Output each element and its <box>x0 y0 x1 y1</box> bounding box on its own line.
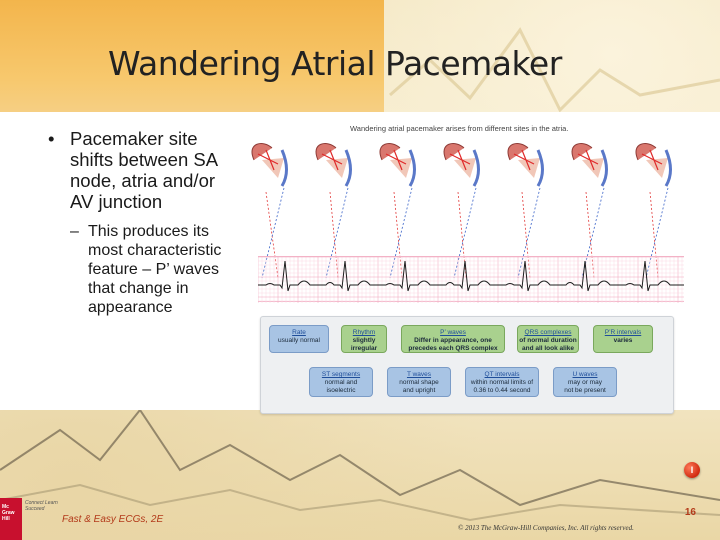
characteristic-text: and all look alike <box>521 345 575 352</box>
characteristic-text: may or may <box>568 379 602 386</box>
p-wave-arrow <box>265 191 279 279</box>
characteristic-text: normal and <box>324 379 358 386</box>
ecg-grid <box>257 256 684 303</box>
figure-caption: Wandering atrial pacemaker arises from d… <box>350 124 569 133</box>
characteristic-text: usually normal <box>278 337 320 344</box>
characteristic-text: isoelectric <box>326 387 356 394</box>
heart-icon <box>379 143 416 187</box>
characteristic-text: and upright <box>402 387 436 394</box>
characteristic-heading: T waves <box>406 371 432 378</box>
characteristic-heading: Rhythm <box>352 329 376 336</box>
sub-bullet-marker: – <box>70 223 79 240</box>
publisher-logo: Mc Graw Hill Connect Learn Succeed <box>0 498 58 540</box>
sub-bullet-item: – This produces its most characteristic … <box>70 222 234 317</box>
characteristic-heading: QRS complexes <box>524 329 572 336</box>
qrs-arrow <box>517 187 541 279</box>
heart-icon <box>443 143 480 187</box>
course-title: Fast & Easy ECGs, 2E <box>62 514 164 525</box>
characteristic-text: Differ in appearance, one <box>414 337 492 344</box>
heart-icon <box>251 143 288 187</box>
heart-icon <box>507 143 544 187</box>
qrs-arrow <box>453 187 477 279</box>
bullet-marker: • <box>48 128 55 149</box>
copyright-notice: © 2013 The McGraw-Hill Companies, Inc. A… <box>458 524 634 532</box>
wandering-pacemaker-figure: Wandering atrial pacemaker arises from d… <box>240 120 690 420</box>
ecg-waveform <box>258 260 686 292</box>
bullet-item: • Pacemaker site shifts between SA node,… <box>48 128 234 212</box>
qrs-arrow <box>261 187 285 279</box>
characteristic-text: slightly <box>352 337 376 344</box>
title-band <box>0 0 384 112</box>
heart-icon <box>315 143 352 187</box>
characteristic-heading: P’R intervals <box>604 329 642 336</box>
bullet-text: Pacemaker site shifts between SA node, a… <box>70 128 218 212</box>
qrs-arrow <box>389 187 413 279</box>
logo-tagline: Connect Learn Succeed <box>25 500 58 512</box>
characteristic-text: 0.36 to 0.44 second <box>473 387 531 394</box>
characteristic-text: of normal duration <box>519 337 577 344</box>
heart-icon <box>635 143 672 187</box>
slide-title: Wandering Atrial Pacemaker <box>108 44 562 83</box>
characteristic-text: within normal limits of <box>470 379 534 386</box>
characteristic-heading: P’ waves <box>440 329 466 336</box>
qrs-arrow <box>645 187 669 279</box>
characteristic-text: not be present <box>564 387 606 394</box>
ecg-strip <box>257 256 686 303</box>
characteristic-heading: Rate <box>292 329 306 336</box>
heart-row <box>251 143 672 279</box>
ecg-tracing <box>257 256 686 303</box>
record-button[interactable]: I <box>684 462 700 478</box>
slide-number: 16 <box>684 507 696 518</box>
characteristic-text: irregular <box>350 345 378 352</box>
qrs-arrow <box>325 187 349 279</box>
characteristic-heading: QT intervals <box>484 371 520 378</box>
characteristic-text: normal shape <box>399 379 439 386</box>
characteristic-text: precedes each QRS complex <box>408 345 498 352</box>
logo-mark: Mc Graw Hill <box>0 498 22 540</box>
heart-icon <box>571 143 608 187</box>
characteristic-heading: U waves <box>572 371 598 378</box>
bullet-list: • Pacemaker site shifts between SA node,… <box>48 128 234 317</box>
characteristic-text: varies <box>613 337 633 344</box>
characteristic-heading: ST segments <box>321 371 361 378</box>
sub-bullet-text: This produces its most characteristic fe… <box>88 223 222 316</box>
